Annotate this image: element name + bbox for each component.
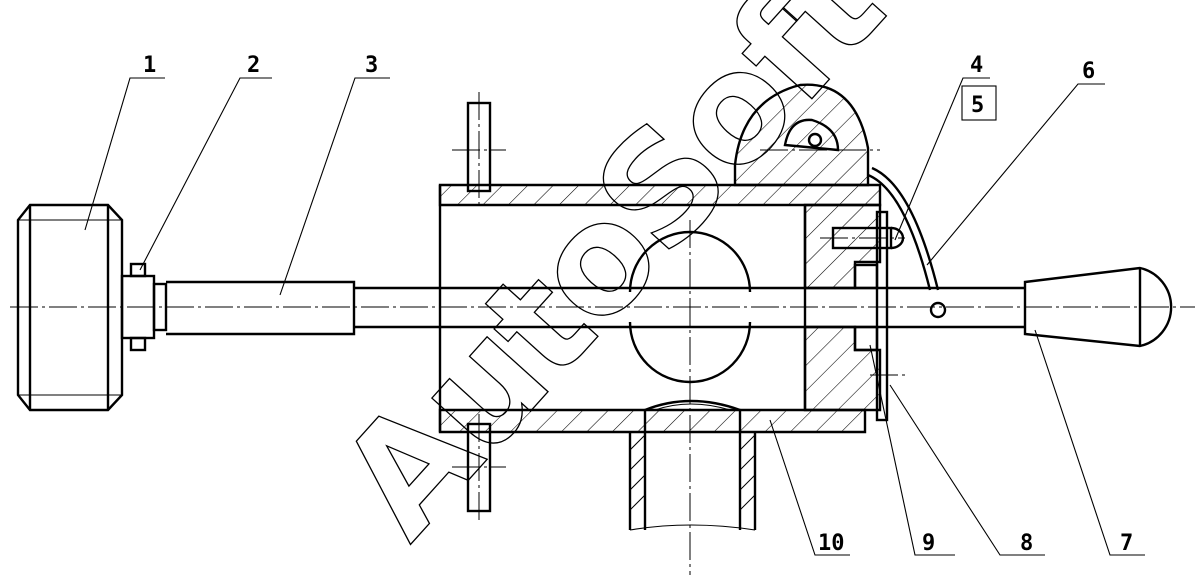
- callout-9: 9: [922, 531, 935, 556]
- leader-lines: [84, 77, 1145, 556]
- ball: [628, 220, 752, 575]
- callout-5: 5: [971, 93, 984, 118]
- shaft: [440, 286, 1025, 329]
- callout-3: 3: [365, 53, 378, 78]
- housing-body: [438, 183, 905, 434]
- callout-8: 8: [1020, 531, 1033, 556]
- outlet-pipe: [628, 399, 757, 531]
- handle-knob: [1023, 266, 1173, 348]
- callout-10: 10: [818, 531, 845, 556]
- callout-6: 6: [1082, 59, 1095, 84]
- sleeve-tube: [166, 280, 440, 336]
- callout-7: 7: [1120, 531, 1133, 556]
- top-bracket: [733, 83, 880, 187]
- gauge-connector: [120, 262, 168, 352]
- callouts: 1 2 3 4 5 6 10 9 8 7: [143, 53, 1133, 556]
- callout-1: 1: [143, 53, 156, 78]
- cover-plate: [870, 210, 905, 422]
- gauge-body: [16, 203, 124, 412]
- callout-4: 4: [970, 53, 983, 78]
- callout-2: 2: [247, 53, 260, 78]
